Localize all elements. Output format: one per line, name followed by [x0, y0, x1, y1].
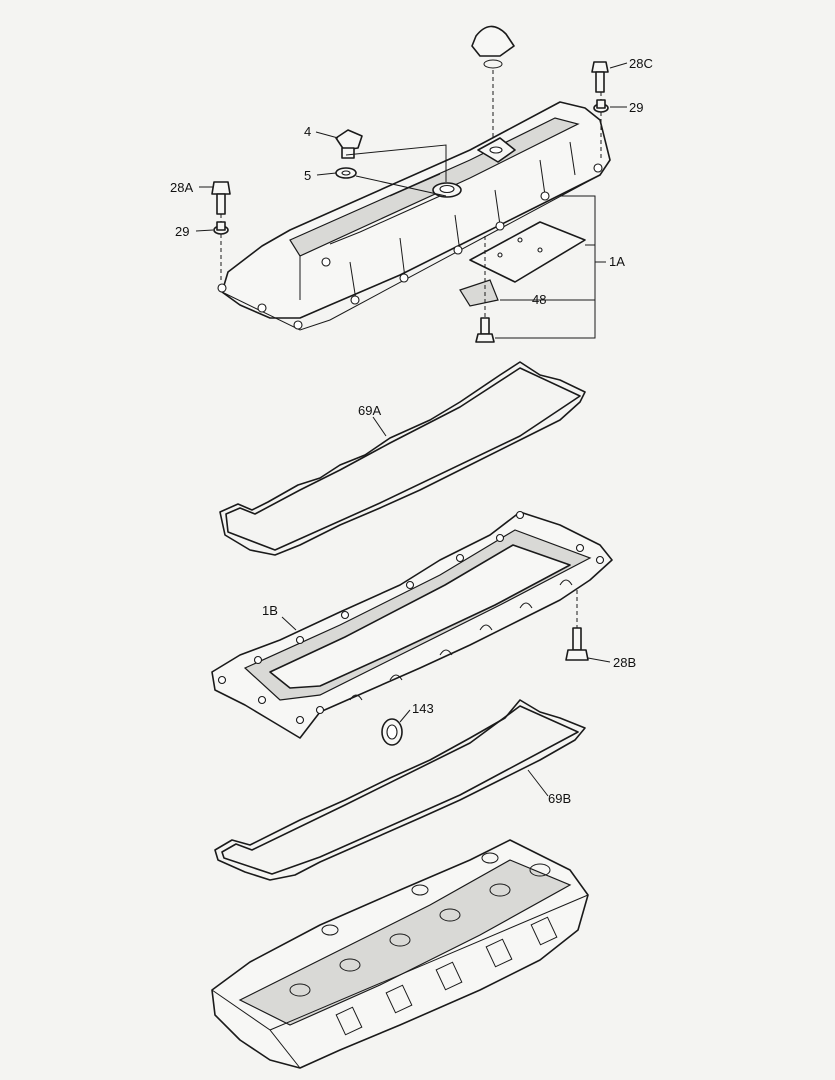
cam-carrier-frame: [211, 510, 613, 739]
callout-1b: 1B: [262, 603, 278, 618]
bolt-28a: [211, 181, 231, 215]
callout-143: 143: [412, 701, 434, 716]
callout-28a: 28A: [170, 180, 193, 195]
callout-29-left: 29: [175, 224, 189, 239]
washer-29-right: [593, 99, 609, 113]
seal-143: [381, 718, 403, 746]
bolt-28c: [591, 61, 609, 93]
gasket-69b: [214, 699, 586, 881]
callout-69a: 69A: [358, 403, 381, 418]
callout-28b: 28B: [613, 655, 636, 670]
oil-filler-cap: [335, 129, 363, 159]
callout-29-top: 29: [629, 100, 643, 115]
breather-cap: [471, 25, 515, 69]
washer-29-left: [213, 221, 229, 235]
callout-4: 4: [304, 124, 311, 139]
bolt-28b: [565, 627, 589, 661]
cylinder-head: [211, 839, 589, 1069]
callout-1a: 1A: [609, 254, 625, 269]
callout-69b: 69B: [548, 791, 571, 806]
rocker-cover: [217, 101, 611, 343]
callout-5: 5: [304, 168, 311, 183]
callout-28c: 28C: [629, 56, 653, 71]
callout-48: 48: [532, 292, 546, 307]
gasket-69a: [219, 361, 586, 556]
